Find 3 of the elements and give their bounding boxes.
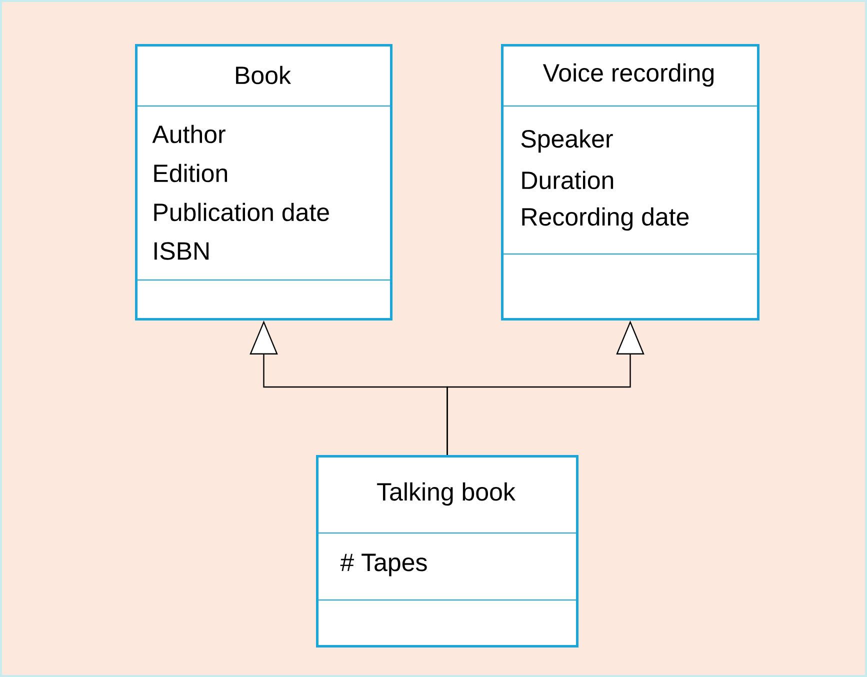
class-box: Book Author Edition Publication date ISBN xyxy=(134,44,392,320)
class-box: Voice recording Speaker Duration Recording date xyxy=(500,44,760,320)
class-box: Talking book # Tapes xyxy=(316,455,578,648)
